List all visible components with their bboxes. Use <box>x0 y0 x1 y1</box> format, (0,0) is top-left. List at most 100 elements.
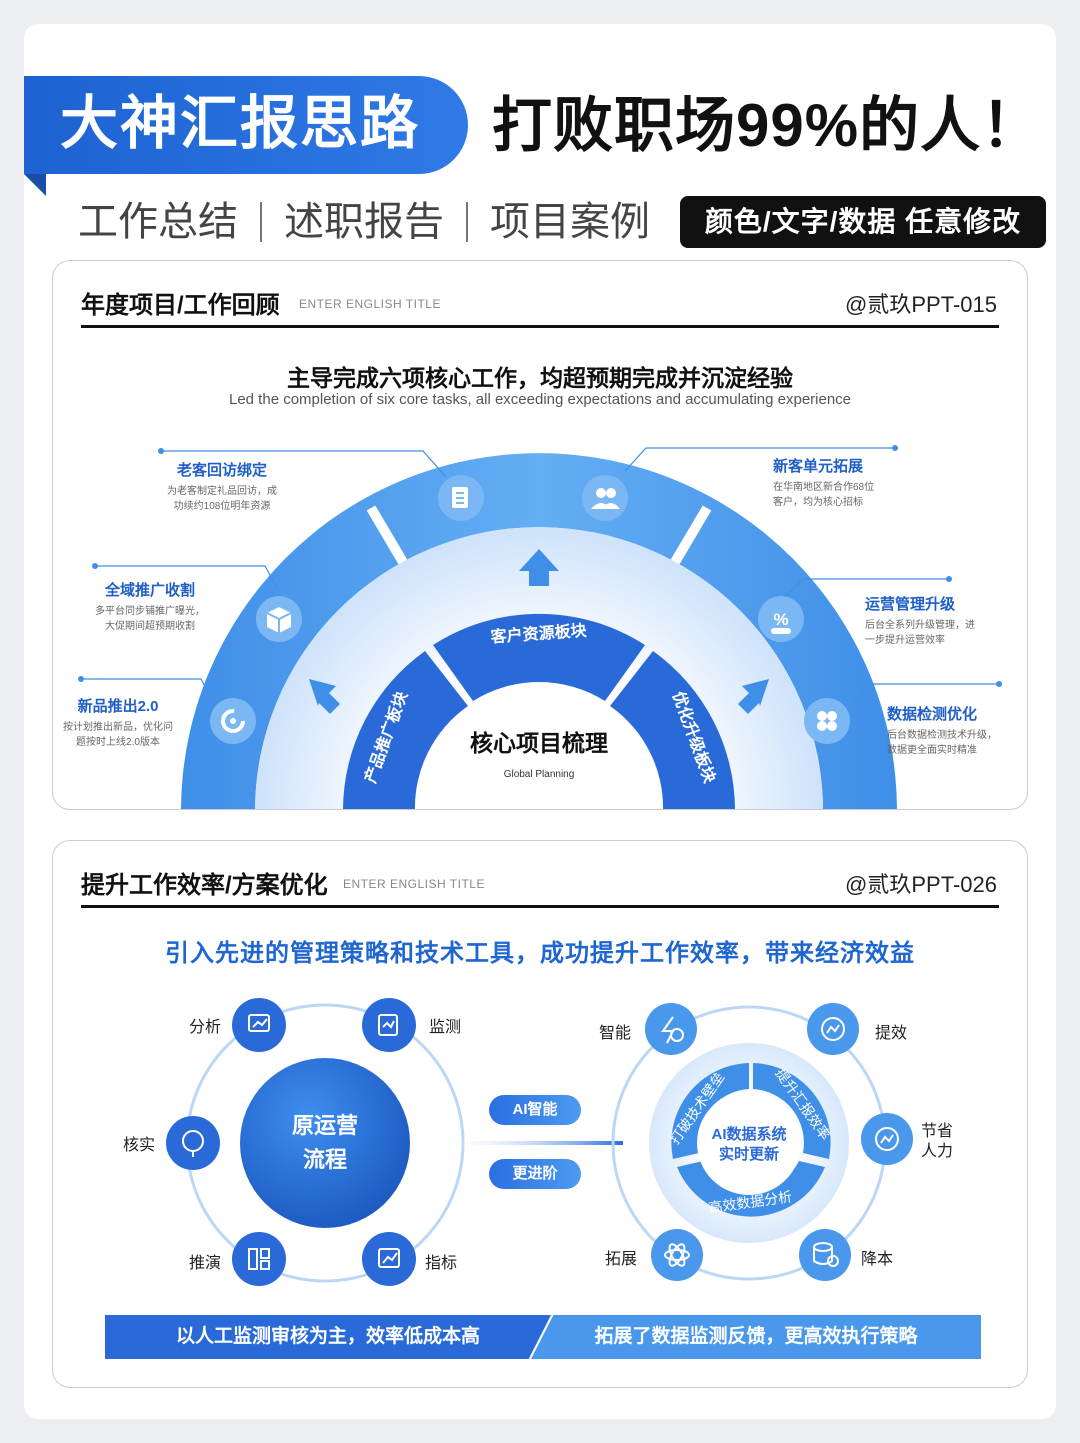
item-desc: 后台数据检测技术升级， <box>887 730 997 741</box>
card-title: 提升工作效率/方案优化 <box>81 872 328 899</box>
item-desc: 数据更全面实时精准 <box>887 745 977 756</box>
svg-text:%: % <box>773 610 788 629</box>
card-code: @贰玖PPT-026 <box>845 872 997 897</box>
item-desc: 题按时上线2.0版本 <box>76 737 160 748</box>
item-old-customers: 老客回访绑定 为老客制定礼品回访，成 功续约108位明年资源 <box>167 459 277 514</box>
item-title: 运营管理升级 <box>865 596 956 613</box>
users-icon <box>591 488 620 509</box>
label-analysis: 分析 <box>189 1019 222 1036</box>
original-process-ball <box>240 1058 410 1228</box>
label-deduce: 推演 <box>189 1255 222 1272</box>
item-title: 新品推出2.0 <box>77 698 159 715</box>
footer-left: 以人工监测审核为主，效率低成本高 <box>105 1315 551 1359</box>
right-center-line1: AI数据系统 <box>711 1125 786 1143</box>
title-rule <box>81 325 999 328</box>
label-monitor: 监测 <box>429 1019 462 1036</box>
deduce-icon <box>248 1248 270 1270</box>
item-new-product: 新品推出2.0 按计划推出新品，优化问 题按时上线2.0版本 <box>63 695 173 750</box>
label-boost: 提效 <box>875 1025 908 1042</box>
item-new-customers: 新客单元拓展 在华南地区新合作68位 客户，均为核心招标 <box>773 455 874 510</box>
slide-preview-015[interactable]: 年度项目/工作回顾 ENTER ENGLISH TITLE @贰玖PPT-015… <box>52 260 1028 810</box>
right-center-disc <box>697 1091 801 1195</box>
section-heading: 主导完成六项核心工作，均超预期完成并沉淀经验 <box>287 365 793 391</box>
item-desc: 大促期间超预期收割 <box>105 621 195 632</box>
subtitle-tags: 工作总结 述职报告 项目案例 <box>78 192 650 252</box>
slide-preview-026[interactable]: 提升工作效率/方案优化 ENTER ENGLISH TITLE @贰玖PPT-0… <box>52 840 1028 1388</box>
ring-segment-3 <box>677 1161 825 1217</box>
center-disc <box>429 701 649 809</box>
card-code: @贰玖PPT-015 <box>845 292 997 317</box>
tag-summary: 工作总结 <box>78 200 238 244</box>
card-subtitle: ENTER ENGLISH TITLE <box>299 297 441 311</box>
center-title: 核心项目梳理 <box>470 730 608 756</box>
label-save-line1: 节省 <box>921 1123 954 1140</box>
arrow-upleft-icon <box>309 679 340 714</box>
outer-ring <box>181 453 897 809</box>
refresh-icon <box>221 709 245 733</box>
card-subtitle: ENTER ENGLISH TITLE <box>343 877 485 891</box>
divider <box>466 202 468 242</box>
ring-segment-2 <box>753 1063 831 1159</box>
arrow-up-icon <box>519 549 559 586</box>
item-operations: 运营管理升级 后台全系列升级管理，进 一步提升运营效率 <box>865 593 975 648</box>
item-title: 老客回访绑定 <box>176 462 267 479</box>
leader-lines <box>81 447 999 702</box>
editable-pill: 颜色/文字/数据 任意修改 <box>680 196 1046 248</box>
title-rule <box>81 905 999 908</box>
item-desc: 多平台同步铺推广曝光， <box>95 606 205 617</box>
label-expand: 拓展 <box>605 1251 638 1268</box>
item-promotion: 全域推广收割 多平台同步铺推广曝光， 大促期间超预期收割 <box>95 579 205 634</box>
banner-fold <box>24 174 46 196</box>
label-smart: 智能 <box>599 1025 632 1042</box>
tag-case: 项目案例 <box>490 200 650 244</box>
right-center-line2: 实时更新 <box>719 1145 779 1163</box>
metrics-icon <box>378 1248 400 1268</box>
label-metrics: 指标 <box>425 1255 458 1272</box>
label-verify: 核实 <box>123 1137 156 1154</box>
grid-icon <box>817 711 837 731</box>
analysis-icon <box>248 1014 270 1032</box>
save-labor-icon <box>875 1127 899 1151</box>
label-cost: 降本 <box>861 1251 894 1268</box>
arrow-upright-icon <box>738 679 769 714</box>
item-desc: 为老客制定礼品回访，成 <box>167 486 277 497</box>
item-desc: 功续约108位明年资源 <box>173 501 271 512</box>
process-diagram: 原运营 流程 AI数据系统 实时更新 打破技术壁垒 提升汇报效率 高效数据分 <box>166 998 913 1286</box>
lightning-icon <box>661 1016 684 1044</box>
ai-tag: AI智能 <box>489 1095 581 1125</box>
item-desc: 一步提升运营效率 <box>865 635 945 646</box>
banner-title: 大神汇报思路 <box>60 91 421 156</box>
center-subtitle: Global Planning <box>504 769 575 780</box>
footer-right: 拓展了数据监测反馈，更高效执行策略 <box>531 1315 981 1359</box>
item-title: 新客单元拓展 <box>773 458 864 475</box>
segment-right <box>610 651 735 809</box>
item-data-monitor: 数据检测优化 后台数据检测技术升级， 数据更全面实时精准 <box>887 703 997 758</box>
ring-segment-1 <box>671 1063 749 1159</box>
database-icon <box>813 1242 839 1267</box>
item-desc: 后台全系列升级管理，进 <box>865 620 975 631</box>
advance-tag: 更进阶 <box>489 1159 581 1189</box>
tag-report: 述职报告 <box>284 200 444 244</box>
transition-beam <box>437 1141 623 1145</box>
segment-top <box>433 613 645 701</box>
efficiency-icon <box>821 1017 845 1041</box>
cube-icon <box>266 607 292 633</box>
divider <box>260 202 262 242</box>
monitor-icon <box>378 1014 398 1036</box>
left-center-line1: 原运营 <box>292 1113 358 1138</box>
item-title: 全域推广收割 <box>104 582 195 599</box>
title-banner <box>24 76 468 174</box>
segment-left <box>343 651 468 809</box>
label-save-line2: 人力 <box>921 1143 954 1160</box>
atom-icon <box>664 1243 690 1267</box>
item-desc: 在华南地区新合作68位 <box>773 482 875 493</box>
verify-icon <box>182 1130 204 1157</box>
section-subheading: Led the completion of six core tasks, al… <box>228 391 852 408</box>
document-icon <box>452 487 468 508</box>
headline: 打败职场99%的人！ <box>492 92 1043 159</box>
section-heading: 引入先进的管理策略和技术工具，成功提升工作效率，带来经济效益 <box>165 940 915 967</box>
item-desc: 按计划推出新品，优化问 <box>63 722 173 733</box>
card-title: 年度项目/工作回顾 <box>81 292 280 319</box>
item-desc: 客户，均为核心招标 <box>773 497 863 508</box>
left-center-line2: 流程 <box>303 1147 347 1172</box>
